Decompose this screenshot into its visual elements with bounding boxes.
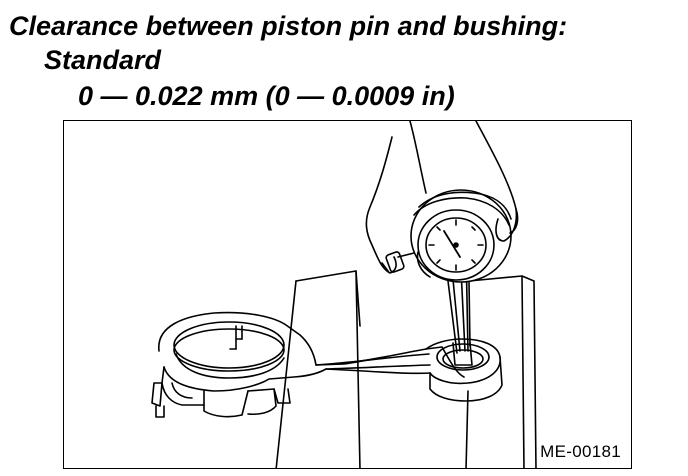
connecting-rod-illustration — [151, 121, 537, 468]
spec-value: 0 — 0.022 mm (0 — 0.0009 in) — [78, 81, 455, 111]
hand — [365, 121, 519, 274]
dial-indicator — [385, 189, 512, 283]
vise-block-left — [275, 270, 361, 468]
spec-subheading: Standard — [44, 45, 162, 75]
spec-heading: Clearance between piston pin and bushing… — [9, 11, 568, 41]
vise-block-right — [465, 275, 537, 468]
connecting-rod — [151, 311, 503, 418]
figure-code: ME-00181 — [538, 442, 623, 462]
illustration-frame: ME-00181 — [63, 120, 632, 469]
